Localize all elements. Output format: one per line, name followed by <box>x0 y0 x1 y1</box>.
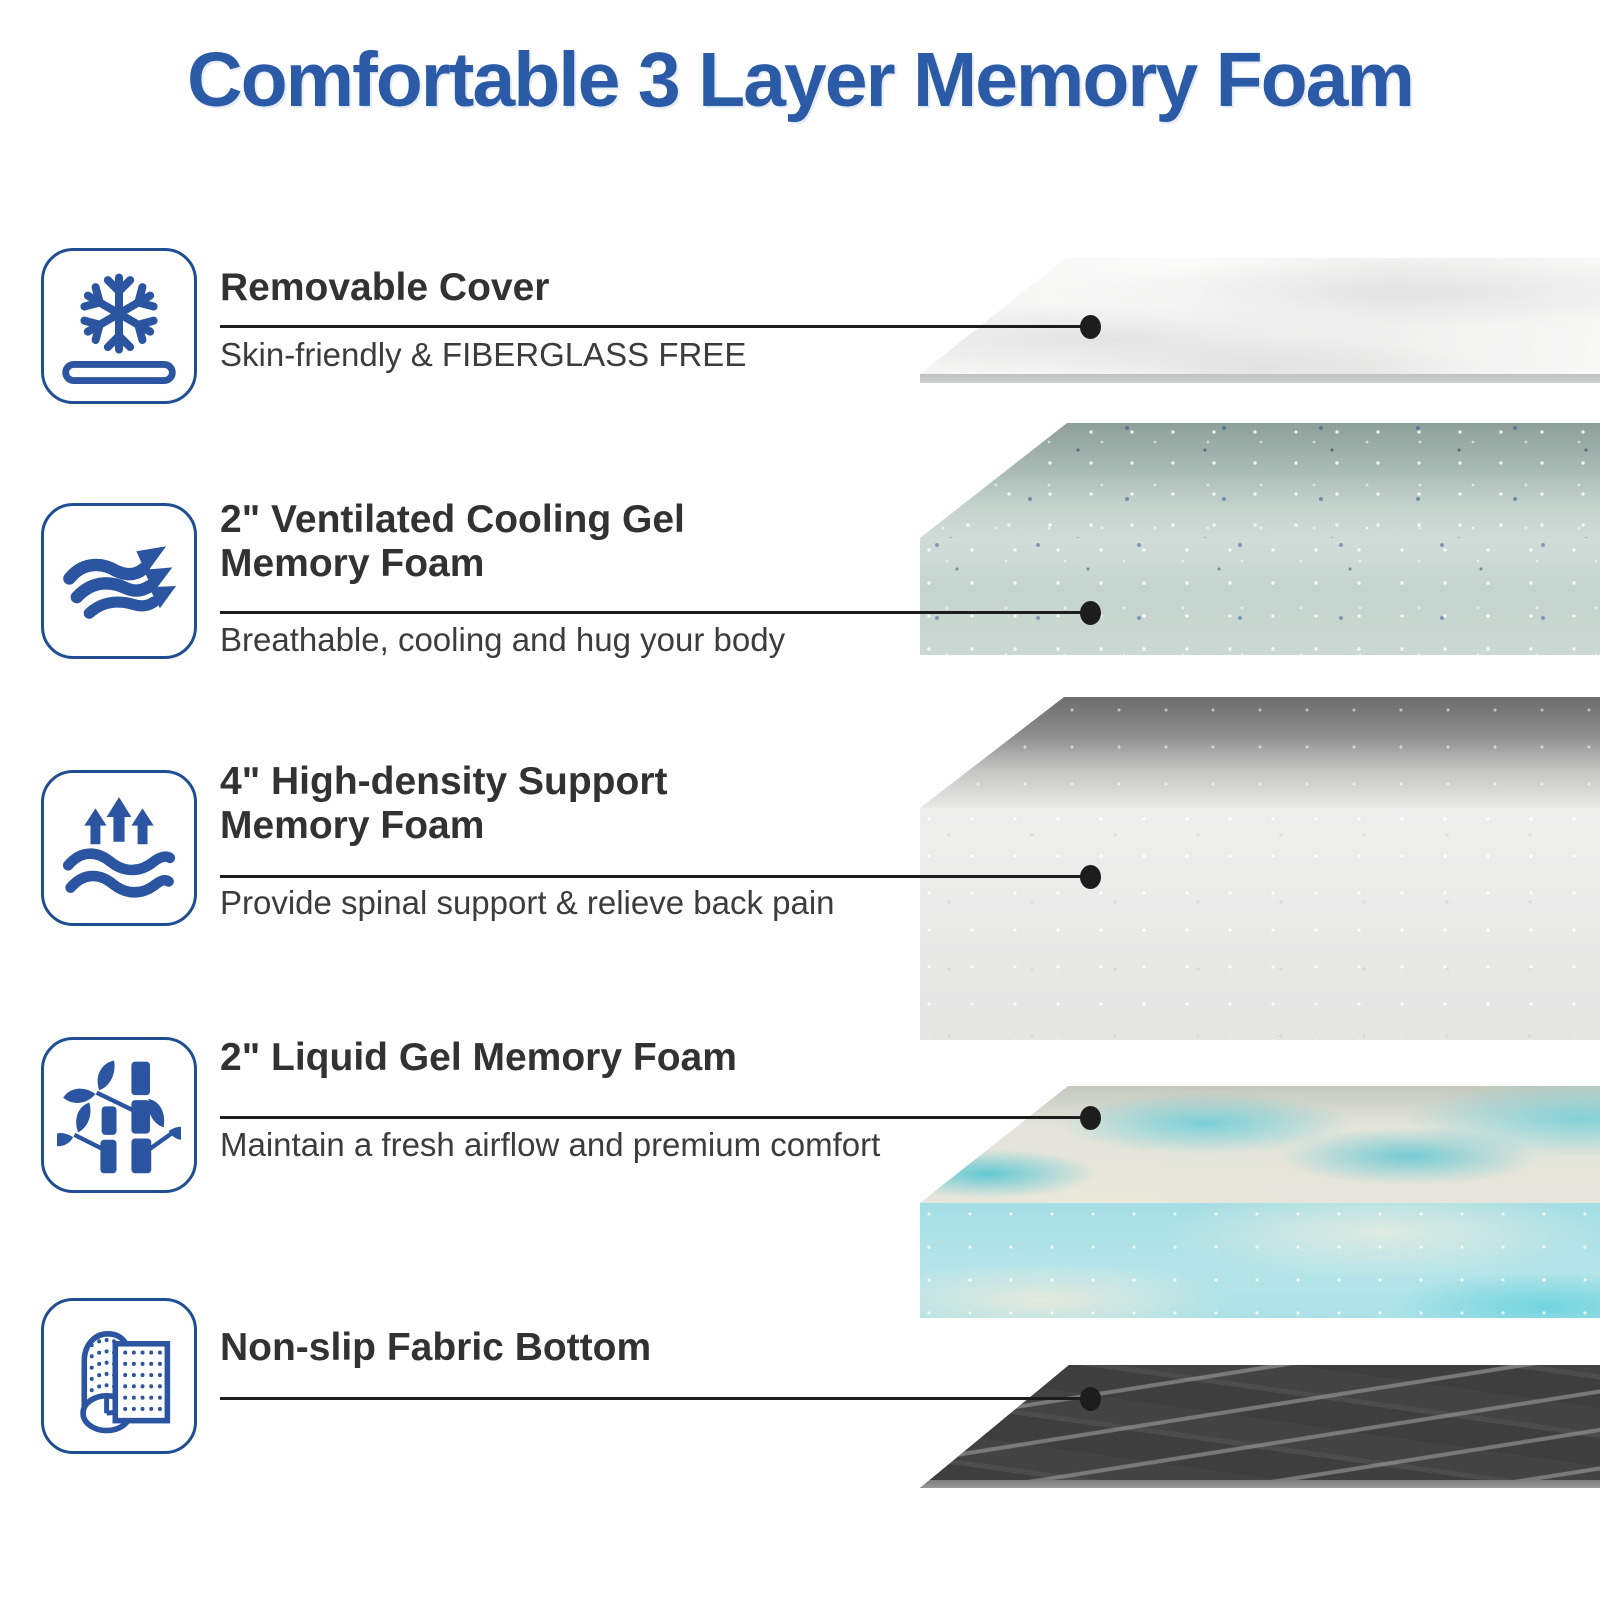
removable-cover-layer <box>920 258 1600 383</box>
feature-title-line: Memory Foam <box>220 804 485 847</box>
fabric-top-face <box>920 1365 1600 1488</box>
feature-title-line: 2" Liquid Gel Memory Foam <box>220 1036 737 1079</box>
feature-icon-box-cooling <box>41 503 197 659</box>
feature-desc-cooling: Breathable, cooling and hug your body <box>220 621 786 658</box>
fabric-roll-icon <box>80 1331 171 1434</box>
leader-line-support-foam <box>220 875 1091 878</box>
leader-line-liquid-gel <box>220 1116 1091 1119</box>
cover-edge <box>920 374 1600 383</box>
callout-dot-support-foam <box>1080 865 1101 889</box>
feature-title-support: 4" High-density Support Memory Foam <box>220 760 668 848</box>
callout-dot-cooling-gel <box>1080 601 1101 625</box>
leader-line-fabric <box>220 1397 1091 1400</box>
feature-desc-cover: Skin-friendly & FIBERGLASS FREE <box>220 336 747 373</box>
feature-icon-box-cover <box>41 248 197 404</box>
support-arrows-icon <box>62 797 176 898</box>
feature-icon-box-support <box>41 770 197 926</box>
feature-title-cover: Removable Cover <box>220 266 549 310</box>
feature-title-line: Removable Cover <box>220 266 550 309</box>
fabric-edge <box>920 1480 1600 1488</box>
snowflake-icon <box>62 264 176 384</box>
feature-desc-liquid-gel: Maintain a fresh airflow and premium com… <box>220 1126 881 1163</box>
cooling-gel-foam-layer <box>920 423 1600 655</box>
callout-dot-cover <box>1080 315 1101 339</box>
callout-dot-liquid-gel <box>1080 1106 1101 1130</box>
liquid-gel-front-face <box>920 1203 1600 1318</box>
feature-desc-support: Provide spinal support & relieve back pa… <box>220 884 835 921</box>
liquid-gel-foam-layer <box>920 1086 1600 1318</box>
feature-icon-box-bamboo <box>41 1037 197 1193</box>
cooling-gel-top-face <box>920 423 1600 538</box>
cooling-gel-front-face <box>920 538 1600 655</box>
feature-icon-box-fabric <box>41 1298 197 1454</box>
non-slip-fabric-layer <box>920 1365 1600 1488</box>
airflow-icon <box>63 546 177 619</box>
page-title: Comfortable 3 Layer Memory Foam <box>187 37 1415 123</box>
feature-title-fabric: Non-slip Fabric Bottom <box>220 1326 651 1370</box>
leader-line-cover <box>220 325 1091 328</box>
callout-dot-fabric <box>1080 1387 1101 1411</box>
cover-top-face <box>920 258 1600 374</box>
liquid-gel-top-face <box>920 1086 1600 1203</box>
support-foam-layer <box>920 697 1600 1040</box>
support-foam-front-face <box>920 808 1600 1040</box>
feature-title-line: 2" Ventilated Cooling Gel <box>220 498 685 541</box>
feature-title-line: Non-slip Fabric Bottom <box>220 1326 652 1369</box>
feature-title-line: 4" High-density Support <box>220 760 668 803</box>
leader-line-cooling-gel <box>220 611 1091 614</box>
bamboo-icon <box>57 1060 181 1174</box>
feature-title-cooling: 2" Ventilated Cooling Gel Memory Foam <box>220 498 685 586</box>
feature-title-line: Memory Foam <box>220 542 485 585</box>
feature-title-liquid-gel: 2" Liquid Gel Memory Foam <box>220 1036 737 1080</box>
support-foam-top-face <box>920 697 1600 808</box>
